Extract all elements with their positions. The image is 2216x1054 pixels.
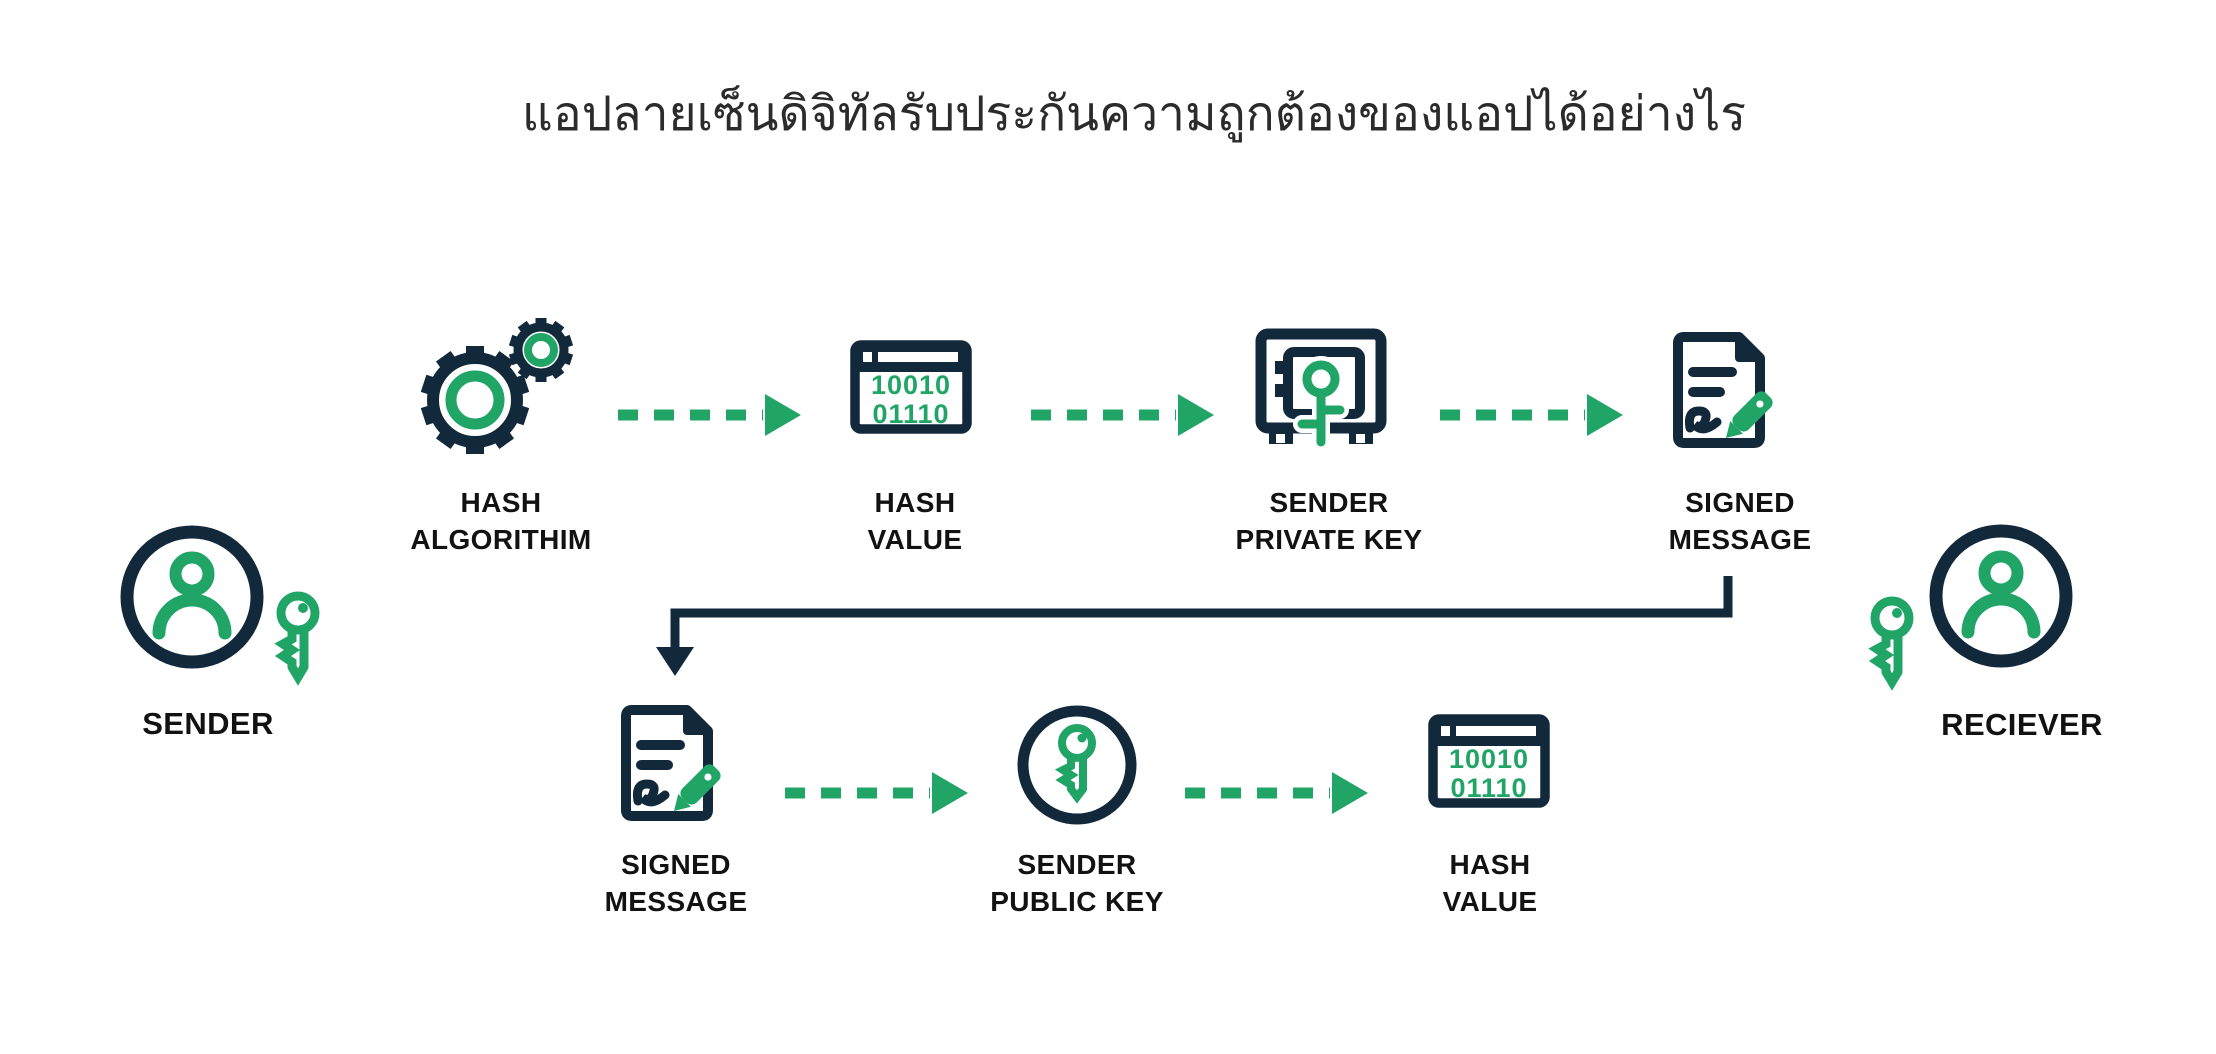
sender-key-icon: [272, 589, 324, 697]
dashed-arrow-3: [1440, 394, 1623, 436]
label-signed-message-top: SIGNED MESSAGE: [1668, 487, 1812, 555]
label-hash-algorithm: HASH ALGORITHIM: [410, 487, 592, 555]
gears-icon: [413, 314, 583, 456]
dashed-arrow-2: [1031, 394, 1214, 436]
safe-with-key-icon: [1255, 328, 1389, 452]
key-in-circle-icon: [1012, 700, 1142, 830]
label-signed-message-bottom: SIGNED MESSAGE: [604, 849, 748, 917]
label-hash-value-bottom: HASH VALUE: [1442, 849, 1538, 917]
page-title: แอปลายเซ็นดิจิทัลรับประกันความถูกต้องของ…: [521, 88, 1747, 141]
dashed-arrow-1: [618, 394, 801, 436]
dashed-arrows: [618, 394, 1623, 814]
label-sender-public-key: SENDER PUBLIC KEY: [990, 849, 1164, 917]
label-sender-private-key: SENDER PRIVATE KEY: [1235, 487, 1423, 555]
elbow-arrow: [656, 576, 1733, 676]
sender-person-icon: [117, 522, 267, 672]
document-pencil-icon: [616, 703, 746, 828]
dashed-arrow-5: [1185, 772, 1368, 814]
label-hash-value-top: HASH VALUE: [867, 487, 963, 555]
document-pencil-icon: [1668, 330, 1798, 455]
dashed-arrow-4: [785, 772, 968, 814]
receiver-label: RECIEVER: [1941, 707, 2103, 742]
sender-label: SENDER: [142, 706, 274, 741]
receiver-key-icon: [1866, 594, 1918, 702]
receiver-person-icon: [1926, 521, 2076, 671]
